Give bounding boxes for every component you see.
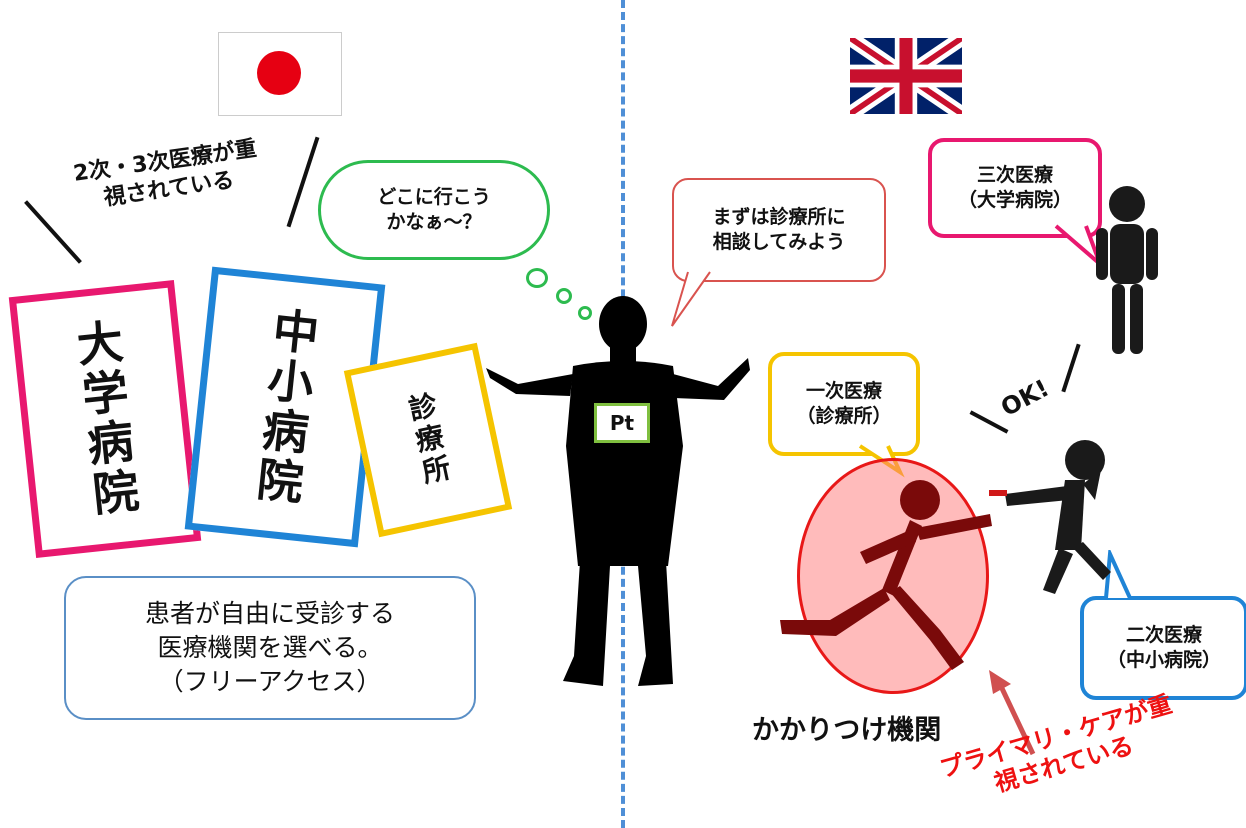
bubble-secondary: 二次医療 （中小病院）: [1080, 596, 1246, 700]
thought-bubble: どこに行こう かなぁ～？: [318, 160, 550, 260]
runner-figure: [780, 480, 992, 670]
japan-flag-icon: [218, 32, 342, 116]
speech-first-consult: まずは診療所に 相談してみよう: [672, 178, 886, 282]
ok-label: OK!: [996, 373, 1054, 423]
bubble-primary: 一次医療 （診療所）: [768, 352, 920, 456]
primary-care-emphasis: プライマリ・ケアが重 視されている: [936, 690, 1176, 798]
thought-dot-3: [578, 306, 592, 320]
ok-slash-right: [1061, 343, 1081, 393]
card-university-hospital: 大学病院: [8, 280, 202, 558]
bubble-secondary-tail: [1104, 550, 1132, 599]
speech-first-consult-tail: [671, 271, 711, 327]
free-access-note: 患者が自由に受診する 医療機関を選べる。 （フリーアクセス）: [64, 576, 476, 720]
thought-dot-2: [556, 288, 572, 304]
family-doctor-label: かかりつけ機関: [752, 715, 942, 746]
bubble-tertiary: 三次医療 （大学病院）: [928, 138, 1102, 238]
caption-slash-right: [286, 136, 320, 228]
thought-dot-1: [526, 268, 548, 288]
patient-silhouette: [486, 296, 750, 686]
emphasis-arrow: [989, 670, 1036, 756]
tertiary-figure: [1096, 186, 1158, 354]
uk-flag-icon: [850, 38, 962, 114]
secondary-figure: [989, 440, 1111, 594]
patient-badge: Pt: [594, 403, 650, 443]
japan-caption: 2次・3次医療が重 視されている: [71, 136, 259, 211]
